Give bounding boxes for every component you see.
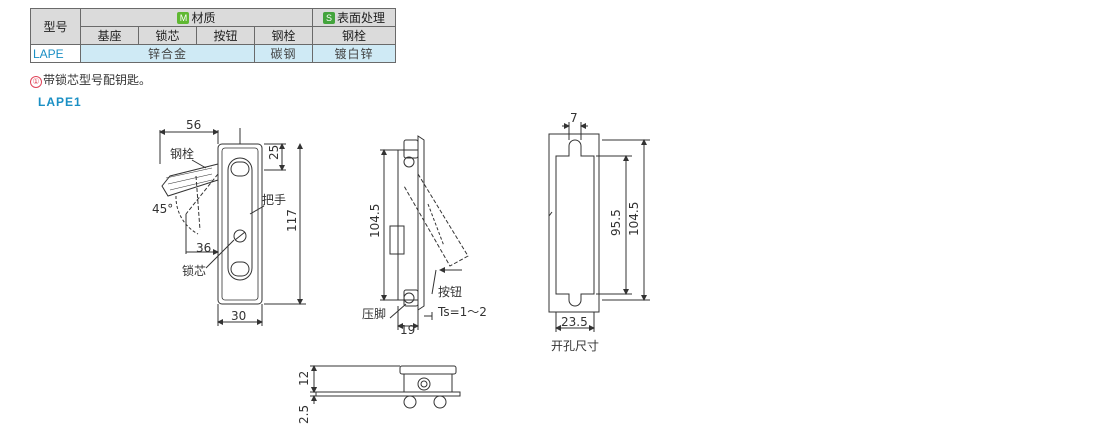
bottom-view bbox=[310, 365, 461, 409]
label-button: 按钮 bbox=[438, 284, 462, 299]
surface-badge: S bbox=[322, 12, 335, 24]
side-view bbox=[380, 135, 469, 330]
header-surface-label: 表面处理 bbox=[336, 11, 385, 25]
cell-material-bolt: 碳钢 bbox=[254, 44, 313, 63]
front-handle-top bbox=[230, 161, 250, 177]
dim-23-5: 23.5 bbox=[561, 315, 588, 329]
header-base: 基座 bbox=[80, 26, 139, 45]
dim-width-top: 56 bbox=[186, 118, 201, 132]
dim-36: 36 bbox=[196, 241, 211, 255]
dim-12: 12 bbox=[297, 371, 311, 386]
label-core: 锁芯 bbox=[182, 263, 206, 278]
lock-core-circle bbox=[233, 229, 247, 243]
angle-label: 45° bbox=[152, 202, 173, 216]
footnote-text: 带锁芯型号配钥匙。 bbox=[43, 73, 152, 87]
angle-arc bbox=[175, 195, 199, 235]
bottom-plate bbox=[315, 391, 461, 397]
bolt-hatch bbox=[161, 163, 219, 197]
dim-95-5: 95.5 bbox=[609, 209, 623, 236]
cutout-outer bbox=[548, 133, 600, 313]
lock-core-key bbox=[234, 231, 246, 241]
front-handle-slot bbox=[227, 157, 253, 281]
header-core: 锁芯 bbox=[138, 26, 197, 45]
dim-104-5-cutout: 104.5 bbox=[627, 202, 641, 236]
dim-2-5: 2.5 bbox=[297, 405, 311, 424]
cell-surface: 镀白锌 bbox=[312, 44, 396, 63]
dim-19: 19 bbox=[400, 323, 415, 337]
header-model: 型号 bbox=[30, 8, 81, 45]
label-foot: 压脚 bbox=[362, 306, 386, 321]
side-body bbox=[397, 149, 419, 301]
label-handle: 把手 bbox=[262, 193, 286, 207]
side-core-bump bbox=[389, 225, 405, 255]
header-surface-bolt: 钢栓 bbox=[312, 26, 396, 45]
dim-117: 117 bbox=[285, 209, 299, 232]
material-badge: M bbox=[177, 12, 190, 24]
note-icon: ① bbox=[30, 76, 42, 88]
label-ts: Ts=1～2 bbox=[437, 305, 487, 319]
front-handle-bottom bbox=[230, 261, 250, 277]
header-material-label: 材质 bbox=[191, 11, 216, 25]
side-flange bbox=[417, 135, 425, 311]
drawing-title: LAPE1 bbox=[38, 95, 82, 109]
cutout-hole bbox=[555, 139, 595, 307]
cutout-caption: 开孔尺寸 bbox=[551, 339, 599, 353]
row-model: LAPE bbox=[30, 44, 81, 63]
front-view bbox=[159, 128, 306, 326]
label-bolt: 钢栓 bbox=[170, 146, 194, 161]
dim-104-5-side: 104.5 bbox=[368, 204, 382, 238]
dim-30: 30 bbox=[231, 309, 246, 323]
handle-open-dashed bbox=[403, 173, 469, 267]
cutout-view bbox=[548, 122, 650, 332]
front-base-inner bbox=[221, 147, 259, 301]
cell-material-zinc: 锌合金 bbox=[80, 44, 255, 63]
dim-25: 25 bbox=[267, 145, 281, 160]
dim-7: 7 bbox=[570, 111, 578, 125]
